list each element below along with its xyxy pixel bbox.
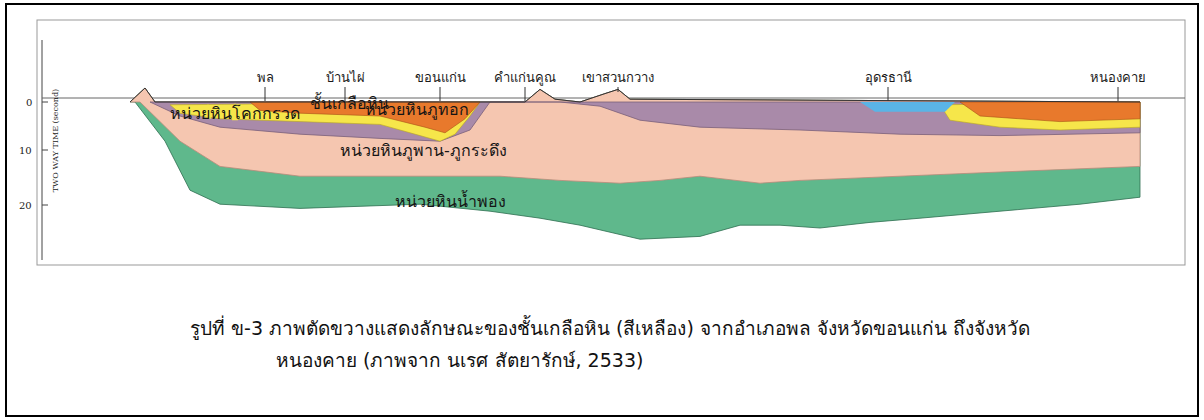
phu-phan-layer: [130, 88, 1140, 183]
location-ticks: [265, 87, 1118, 101]
axis-tick: [42, 150, 48, 151]
place-name: บ้านไผ่: [326, 67, 365, 88]
axis-title: TWO WAY TIME (second): [51, 88, 60, 191]
place-name: อุดรธานี: [865, 67, 912, 88]
place-name: ขอนแก่น: [415, 67, 466, 88]
outer-frame: [6, 4, 1198, 416]
phu-thok-layer: [960, 102, 1140, 122]
rock-salt-layer: [940, 102, 1140, 130]
strata: [130, 88, 1140, 239]
axis-value: 20: [19, 200, 32, 211]
water-body: [860, 102, 955, 112]
layer-name: หน่วยหินภูพาน-ภูกระดึง: [340, 138, 507, 163]
place-name: หนองคาย: [1090, 67, 1146, 88]
axis-tick: [42, 205, 48, 206]
plot-frame: [37, 20, 1185, 265]
place-name: คำแก่นคูณ: [494, 67, 556, 88]
nam-phong-layer: [130, 88, 1140, 239]
layer-name: หน่วยหินน้ำพอง: [395, 189, 506, 214]
axis-value: 0: [26, 97, 32, 108]
layer-name: หน่วยหินภูทอก: [365, 97, 469, 122]
ground-surface: [130, 88, 1140, 102]
place-name: เขาสวนกวาง: [582, 67, 654, 88]
layer-name: หน่วยหินโคกกรวด: [170, 101, 300, 126]
axis-value: 10: [19, 145, 32, 156]
place-name: พล: [257, 67, 274, 88]
axis-tick: [42, 102, 48, 103]
figure-caption: รูปที่ ข-3 ภาพตัดขวางแสดงลักษณะของชั้นเก…: [190, 312, 1050, 376]
